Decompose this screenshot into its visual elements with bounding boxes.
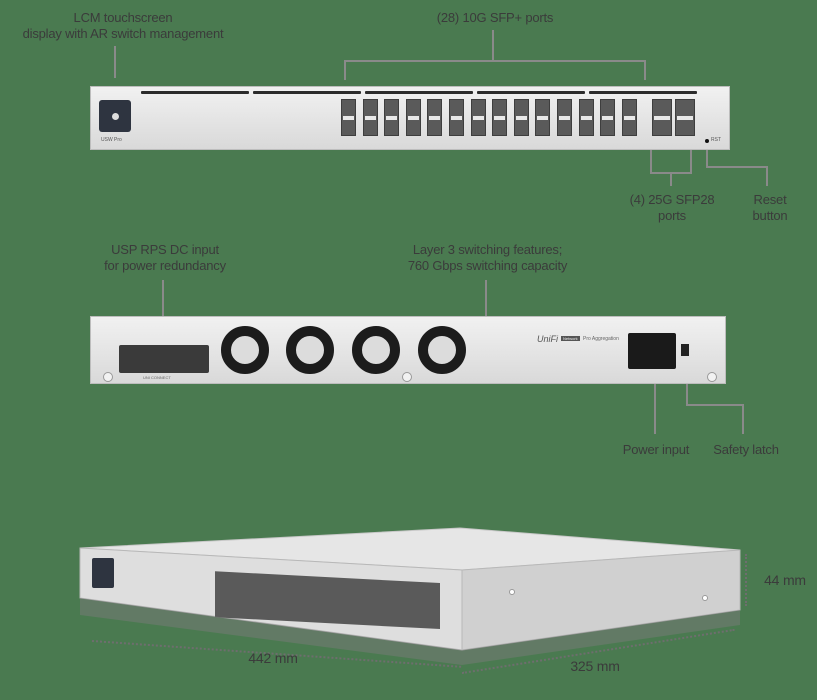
callout-sfp28-ports: (4) 25G SFP28 ports <box>629 192 715 223</box>
leader-line <box>485 280 487 316</box>
screw-icon <box>103 372 113 382</box>
bracket-line <box>650 150 652 172</box>
sfp-plus-port[interactable] <box>513 99 529 136</box>
sfp-plus-port[interactable] <box>621 99 637 136</box>
callout-layer3-features: Layer 3 switching features; 760 Gbps swi… <box>407 242 568 273</box>
leader-line <box>686 384 688 406</box>
leader-line <box>686 404 744 406</box>
leader-line <box>742 404 744 434</box>
sfp-plus-port[interactable] <box>405 99 421 136</box>
home-icon <box>112 113 119 120</box>
callout-reset-button: Reset button <box>752 192 788 223</box>
sfp-plus-port[interactable] <box>470 99 486 136</box>
network-badge: Network <box>561 336 580 341</box>
bracket-line <box>690 150 692 172</box>
switch-front-panel: USW Pro RST <box>90 86 730 150</box>
power-inlet[interactable] <box>628 333 676 369</box>
leader-line <box>162 280 164 316</box>
connector-label: UNI CONNECT <box>143 375 171 380</box>
dimension-depth: 325 mm <box>570 658 620 674</box>
leader-line <box>706 150 708 168</box>
sfp-plus-port[interactable] <box>384 99 400 136</box>
switch-rear-panel: UNI CONNECT UniFi Network Pro Aggregatio… <box>90 316 726 384</box>
sfp-plus-port[interactable] <box>341 99 356 136</box>
bracket-line <box>344 60 646 62</box>
screw-icon <box>707 372 717 382</box>
sfp-plus-port[interactable] <box>578 99 594 136</box>
sfp28-port[interactable] <box>675 99 695 136</box>
usp-rps-port[interactable] <box>119 345 209 373</box>
height-dimension-line <box>745 554 747 606</box>
sfp-plus-port[interactable] <box>449 99 464 136</box>
leader-line <box>670 172 672 186</box>
lcm-touchscreen[interactable] <box>99 100 131 132</box>
sfp-plus-port[interactable] <box>492 99 508 136</box>
reset-button[interactable] <box>705 139 709 143</box>
sfp-plus-port[interactable] <box>362 99 378 136</box>
leader-line <box>114 46 116 78</box>
fan-4 <box>418 326 466 374</box>
sfp-plus-port[interactable] <box>557 99 572 136</box>
brand-logo: UniFi <box>537 334 559 344</box>
leader-line <box>492 30 494 60</box>
leader-line <box>654 384 656 434</box>
sfp-plus-port[interactable] <box>535 99 551 136</box>
reset-label: RST <box>711 137 721 143</box>
screw-icon <box>402 372 412 382</box>
sfp28-port[interactable] <box>652 99 672 136</box>
callout-usp-rps-input: USP RPS DC input for power redundancy <box>104 242 226 273</box>
fan-3 <box>352 326 400 374</box>
model-label: USW Pro <box>101 137 122 143</box>
callout-safety-latch: Safety latch <box>713 442 779 457</box>
callout-power-input: Power input <box>622 442 690 457</box>
callout-sfp-plus-ports: (28) 10G SFP+ ports <box>436 10 554 25</box>
bracket-line <box>644 60 646 80</box>
sfp-plus-port[interactable] <box>600 99 616 136</box>
fan-1 <box>221 326 269 374</box>
callout-lcm-display: LCM touchscreen display with AR switch m… <box>22 10 224 41</box>
dimension-width: 442 mm <box>248 650 298 666</box>
fan-2 <box>286 326 334 374</box>
sfp-plus-port[interactable] <box>427 99 443 136</box>
safety-latch[interactable] <box>681 344 689 356</box>
dimension-height: 44 mm <box>764 572 806 588</box>
leader-line <box>766 166 768 186</box>
bracket-line <box>344 60 346 80</box>
leader-line <box>706 166 768 168</box>
product-name: Pro Aggregation <box>583 336 619 342</box>
